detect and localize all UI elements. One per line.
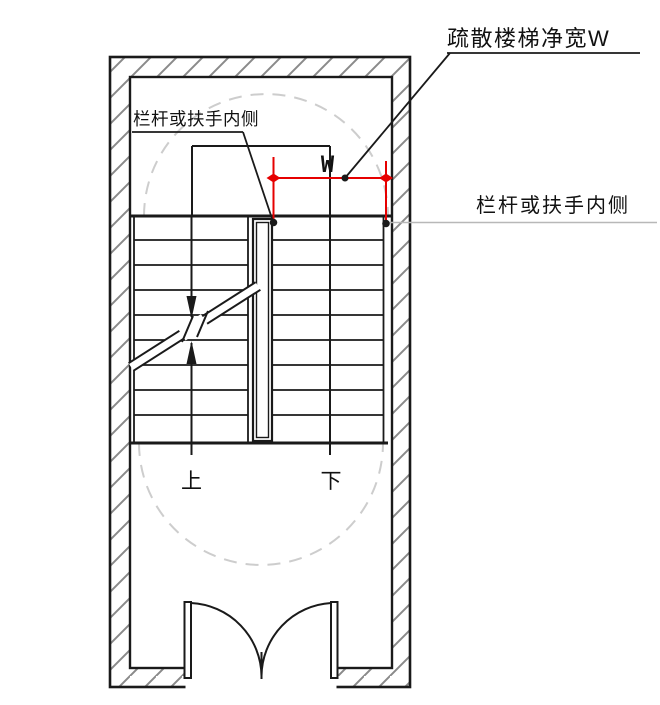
top-leader-line [344,52,640,179]
door-swing-right [260,602,332,677]
upper-flight-outline [191,145,330,216]
width-dimension [266,157,393,223]
dimension-arrow-right-icon [379,173,393,183]
labels: 疏散楼梯净宽W 栏杆或扶手内侧 栏杆或扶手内侧 W 上 下 [133,26,630,493]
door-leaf-right [330,601,339,679]
break-arrow-up-icon [186,341,197,364]
left-leader-label: 栏杆或扶手内侧 [133,109,259,129]
width-symbol-label: W [321,153,335,178]
door-leaf-left [183,601,192,679]
lower-clearance-arc [138,442,384,566]
break-zigzag [181,310,209,343]
leader-dots [269,174,390,228]
dimension-arrow-left-icon [266,173,281,183]
left-rail-dot [269,218,278,227]
double-door [183,601,339,679]
door-swing-left [190,602,263,677]
leader-lines [132,52,657,224]
top-leader-label: 疏散楼梯净宽W [447,26,610,51]
right-flight-treads [272,239,384,416]
break-arrow-down-icon [186,296,197,319]
down-label: 下 [321,470,342,493]
up-label: 上 [181,470,202,493]
center-handrail-divider [251,217,274,443]
up-direction-line [186,216,197,455]
right-rail-dot [382,219,390,228]
top-leader-dot [341,174,349,182]
right-leader-label: 栏杆或扶手内侧 [476,194,630,217]
divider-inner [255,221,270,439]
left-leader-line [132,131,274,221]
break-line [128,281,261,372]
diagram-root [108,52,657,696]
